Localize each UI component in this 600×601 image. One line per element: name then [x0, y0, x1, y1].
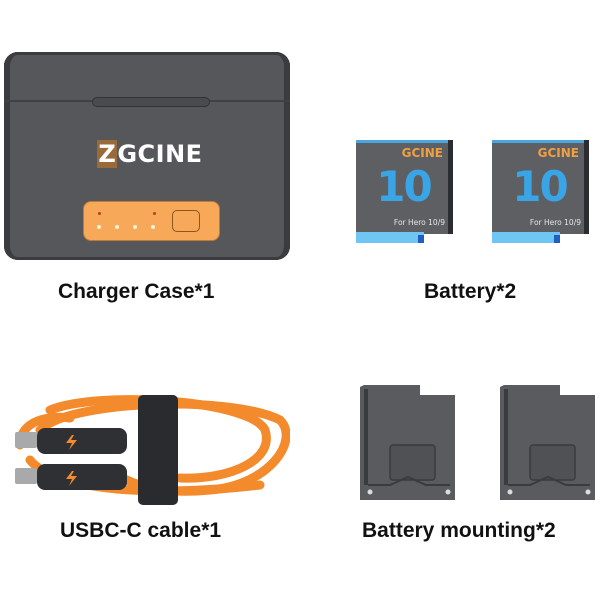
battery-mount-icon — [500, 385, 595, 500]
charge-panel — [83, 201, 220, 241]
cable-label: USBC-C cable*1 — [60, 519, 222, 542]
battery-mount-icon — [360, 385, 455, 500]
charger-logo: ZGCINE — [97, 140, 203, 168]
brand-mark-icon: Z — [97, 140, 118, 168]
led-icon — [115, 225, 119, 229]
battery: GCINE 10 For Hero 10/9 — [492, 138, 589, 245]
indicator-dot-icon — [153, 212, 156, 215]
battery-number: 10 — [376, 162, 432, 211]
battery-compat: For Hero 10/9 — [393, 218, 445, 227]
mount-label: Battery mounting*2 — [362, 519, 556, 542]
indicator-dot-icon — [98, 212, 101, 215]
usb-c-cable-icon — [15, 395, 290, 505]
battery-brand: GCINE — [401, 146, 443, 160]
power-button[interactable] — [172, 210, 200, 232]
led-icon — [133, 225, 137, 229]
lid-slot — [92, 97, 210, 107]
battery-compat: For Hero 10/9 — [529, 218, 581, 227]
charger-case-label: Charger Case*1 — [58, 280, 215, 303]
led-icon — [151, 225, 155, 229]
battery-label: Battery*2 — [424, 280, 517, 303]
battery: GCINE 10 For Hero 10/9 — [356, 138, 453, 245]
battery-brand: GCINE — [537, 146, 579, 160]
battery-number: 10 — [512, 162, 568, 211]
led-icon — [97, 225, 101, 229]
